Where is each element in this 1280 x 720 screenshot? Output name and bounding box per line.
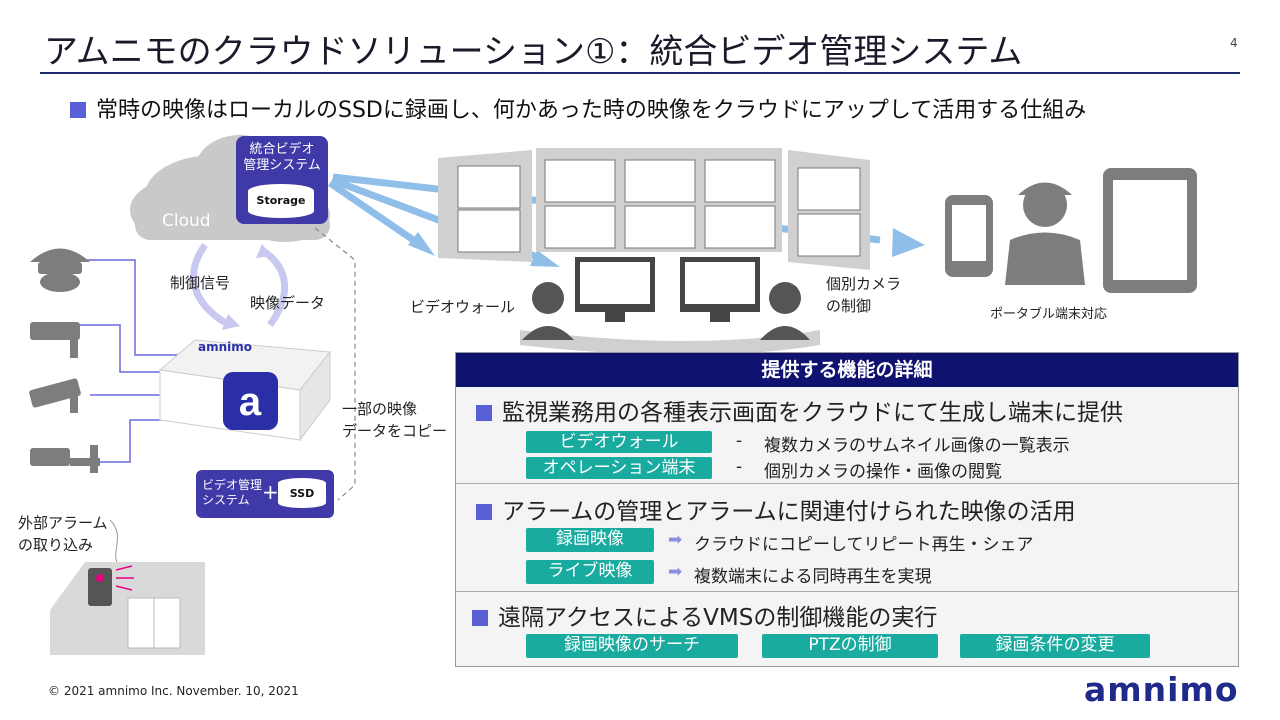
item-text: 複数端末による同時再生を実現 [694, 567, 932, 587]
video-wall-label: ビデオウォール [410, 298, 516, 316]
operator-console-icon [520, 257, 820, 355]
section-display: 監視業務用の各種表示画面をクラウドにて生成し端末に提供 ビデオウォール - 複数… [456, 387, 1238, 483]
cloud-label: Cloud [162, 211, 211, 231]
storage-icon: Storage [248, 184, 314, 218]
arrow-right-icon: ➡ [668, 530, 683, 550]
subtitle: 常時の映像はローカルのSSDに録画し、何かあった時の映像をクラウドにアップして活… [70, 92, 1086, 124]
plus-icon: + [262, 480, 279, 504]
tag-live-video: ライブ映像 [526, 560, 654, 584]
alarm-sensor-icon [88, 568, 112, 606]
dash-icon: - [736, 431, 743, 451]
portable-label: ポータブル端末対応 [990, 307, 1108, 322]
section-remote: 遠隔アクセスによるVMSの制御機能の実行 録画映像のサーチ PTZの制御 録画条… [456, 591, 1238, 666]
cloud-vms-box: 統合ビデオ 管理システム Storage [236, 136, 328, 224]
section-alarm: アラームの管理とアラームに関連付けられた映像の活用 録画映像 ➡ クラウドにコピ… [456, 483, 1238, 592]
copy-label: 一部の映像 データをコピー [342, 400, 448, 440]
video-arrow [259, 247, 289, 328]
dash-icon: - [736, 457, 743, 477]
bullet-square-icon [472, 610, 488, 626]
tag-ptz-control: PTZの制御 [762, 634, 938, 658]
amnimo-logo: amnimo [1084, 670, 1239, 709]
feature-panel: 提供する機能の詳細 監視業務用の各種表示画面をクラウドにて生成し端末に提供 ビデ… [455, 352, 1239, 667]
control-arrow [190, 242, 232, 329]
title-rule [40, 72, 1240, 74]
subtitle-text: 常時の映像はローカルのSSDに録画し、何かあった時の映像をクラウドにアップして活… [96, 98, 1087, 123]
camera-wiring [80, 259, 180, 463]
alarm-label: 外部アラーム の取り込み [18, 514, 108, 554]
svg-text:a: a [239, 380, 262, 424]
item-text: クラウドにコピーしてリピート再生・シェア [694, 535, 1034, 555]
device-vms-box: ビデオ管理 システム + SSD [196, 470, 334, 518]
section-heading: アラームの管理とアラームに関連付けられた映像の活用 [476, 492, 1076, 526]
ssd-icon: SSD [278, 478, 326, 508]
item-text: 個別カメラの操作・画像の閲覧 [764, 462, 1002, 482]
portable-devices-icon [945, 168, 1197, 293]
vms-box-label: 統合ビデオ 管理システム [243, 142, 321, 173]
section-heading: 遠隔アクセスによるVMSの制御機能の実行 [472, 598, 937, 632]
control-signal-label: 制御信号 [170, 274, 231, 292]
tag-recording-conditions: 録画条件の変更 [960, 634, 1150, 658]
panel-header: 提供する機能の詳細 [456, 353, 1238, 387]
camera-control-label: 個別カメラ の制御 [826, 275, 902, 315]
footer-copyright: © 2021 amnimo Inc. November. 10, 2021 [48, 684, 299, 698]
arrow-right-icon: ➡ [668, 562, 683, 582]
camera-icons [29, 248, 100, 473]
video-wall-icon [438, 148, 870, 270]
item-text: 複数カメラのサムネイル画像の一覧表示 [764, 436, 1070, 456]
tag-recording-search: 録画映像のサーチ [526, 634, 738, 658]
copy-dashed-line [314, 227, 356, 501]
tag-recorded-video: 録画映像 [526, 528, 654, 552]
video-data-label: 映像データ [250, 294, 326, 312]
slide-title: アムニモのクラウドソリューション①：統合ビデオ管理システム [44, 32, 1023, 72]
device-logo: amnimo [198, 340, 253, 354]
bullet-square-icon [476, 504, 492, 520]
device-vms-label: ビデオ管理 システム [202, 478, 263, 507]
bullet-square-icon [70, 102, 86, 118]
page-number: 4 [1230, 36, 1238, 50]
tag-video-wall: ビデオウォール [526, 431, 712, 453]
section-heading: 監視業務用の各種表示画面をクラウドにて生成し端末に提供 [476, 393, 1123, 427]
bullet-square-icon [476, 405, 492, 421]
tag-operation-terminal: オペレーション端末 [526, 457, 712, 479]
edge-device-icon: a [158, 339, 331, 442]
